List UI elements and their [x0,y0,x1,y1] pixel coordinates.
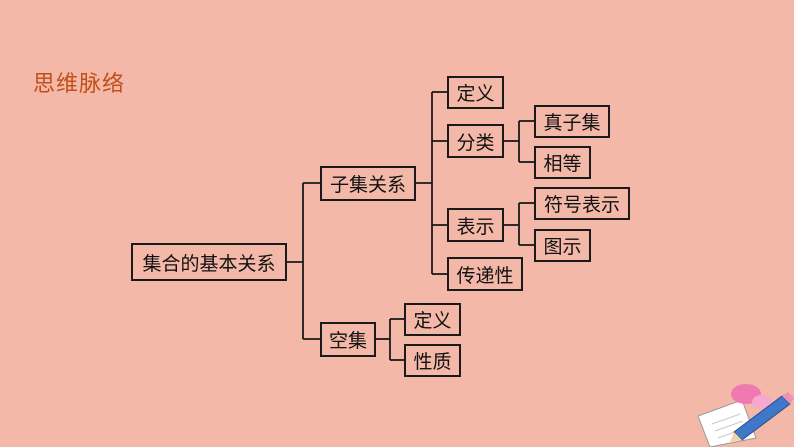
node-diagram-notation: 图示 [534,229,591,262]
node-proper-subset: 真子集 [534,105,610,138]
node-subset-relation: 子集关系 [320,166,416,201]
node-empty-definition: 定义 [404,303,461,336]
node-symbol-notation: 符号表示 [534,187,630,220]
node-equal: 相等 [534,146,591,179]
node-representation: 表示 [447,208,504,242]
node-property: 性质 [404,344,461,377]
node-classification: 分类 [447,124,504,158]
page-title: 思维脉络 [33,72,126,97]
node-transitivity: 传递性 [447,257,523,291]
node-root: 集合的基本关系 [131,243,287,281]
node-empty-set: 空集 [320,322,376,357]
node-definition: 定义 [447,76,504,109]
pencil-and-paper-icon [697,384,794,447]
